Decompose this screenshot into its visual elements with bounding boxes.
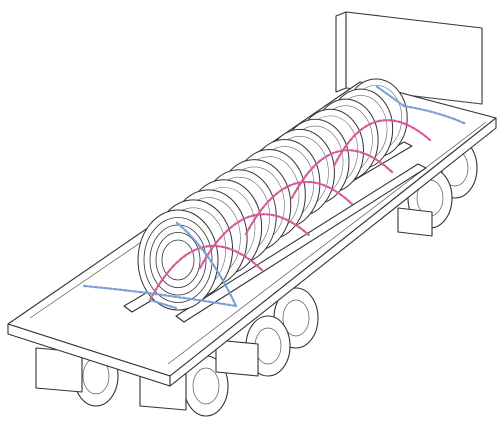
coil-chain [244, 180, 354, 236]
rear-tiedown-chain [174, 220, 238, 308]
front-tiedown-chain [402, 104, 468, 126]
mud-flaps [35, 207, 433, 411]
coil-row [137, 78, 408, 311]
coil-chain [290, 149, 394, 200]
coil-chain [332, 119, 432, 168]
tiedown-chains [82, 84, 468, 310]
rear-tiedown-chain [82, 284, 238, 308]
front-tiedown-chain [374, 84, 406, 108]
coil-chain [198, 213, 312, 270]
rear-binder [148, 298, 178, 310]
